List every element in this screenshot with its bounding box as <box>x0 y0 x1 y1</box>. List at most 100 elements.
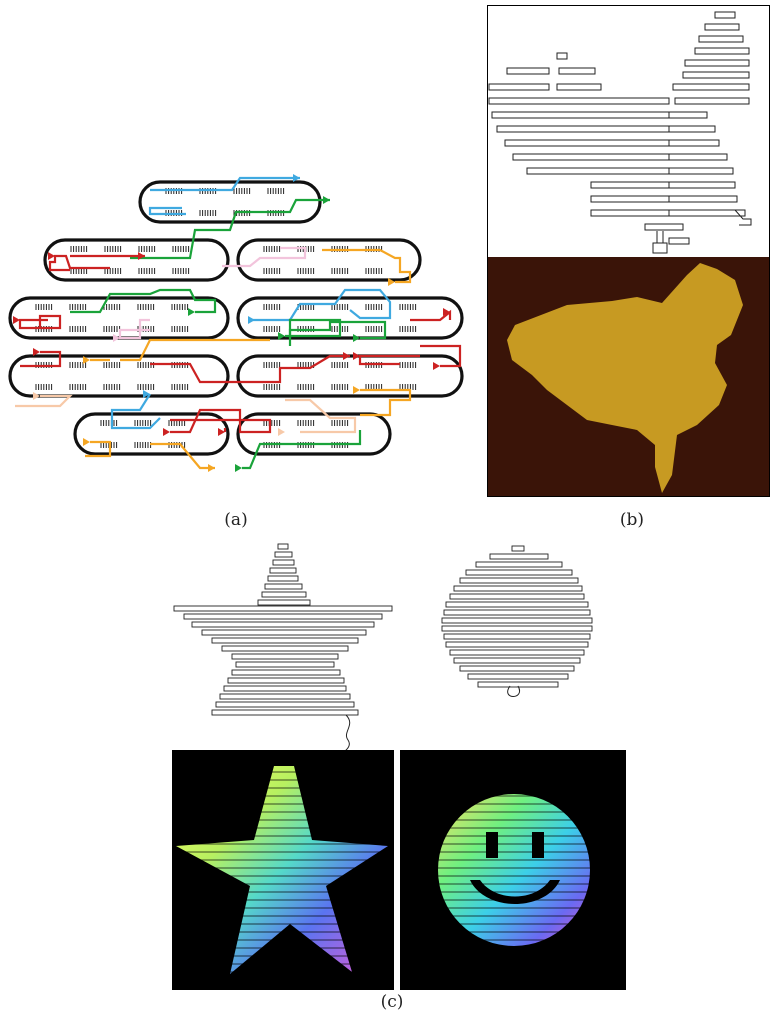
scaffold-raster-row <box>694 47 750 55</box>
star-raster-row <box>267 575 299 582</box>
star-raster-row <box>274 551 293 558</box>
smiley-raster-row <box>467 673 569 680</box>
smiley-raster-row <box>465 569 573 576</box>
smiley-raster-row <box>449 649 585 656</box>
scaffold-raster-row <box>682 71 750 79</box>
staple-strand <box>285 318 342 346</box>
staple-arrowhead <box>33 348 40 356</box>
scaffold-raster-row <box>668 237 690 245</box>
scaffold-raster-row <box>668 209 746 217</box>
scaffold-raster-row <box>558 67 596 75</box>
staple-arrowhead <box>353 334 360 342</box>
smiley-raster-row <box>443 609 591 616</box>
scaffold-branch <box>734 209 752 226</box>
scaffold-raster-row <box>556 83 602 91</box>
staple-arrowhead <box>443 308 450 316</box>
staple-arrowhead <box>208 464 215 472</box>
star-raster-row <box>219 693 351 700</box>
scaffold-raster-row <box>668 125 716 133</box>
star-raster-row <box>215 701 355 708</box>
scaffold-raster-row <box>714 11 736 19</box>
staple-strand <box>48 254 110 272</box>
staple-strand <box>150 442 215 470</box>
helix-loop <box>236 238 422 282</box>
smiley-raster-row <box>445 641 589 648</box>
staple-arrowhead <box>83 356 90 364</box>
smiley-raster-row <box>475 561 563 568</box>
helix-loop <box>236 354 464 398</box>
scaffold-raster-row <box>526 167 670 175</box>
staple-arrowhead <box>278 428 285 436</box>
star-raster-row <box>269 567 297 574</box>
staple-strand <box>148 206 186 216</box>
scaffold-raster-row <box>674 97 750 105</box>
staple-arrowhead <box>293 174 300 182</box>
scaffold-raster-row <box>512 153 670 161</box>
star-raster-row <box>272 559 295 566</box>
helix-loop <box>8 296 230 340</box>
smiley-tail <box>507 685 521 697</box>
staple-strand <box>410 309 452 322</box>
scaffold-raster-row <box>504 139 670 147</box>
scaffold-raster-row <box>668 111 708 119</box>
afm-map-shape <box>507 263 743 493</box>
staple-arrowhead <box>163 428 170 436</box>
map-outline-and-afm <box>487 5 770 497</box>
staple-strand <box>20 350 62 368</box>
star-raster-row <box>257 599 311 606</box>
staple-arrowhead <box>83 438 90 446</box>
smiley-raster-row <box>445 601 589 608</box>
panel-b-frame <box>487 5 770 497</box>
star-tail <box>343 714 351 753</box>
smiley-raster-row <box>441 625 593 632</box>
scaffold-raster-row <box>668 181 736 189</box>
smiley-raster-row <box>443 633 591 640</box>
staple-strand <box>250 288 392 322</box>
staple-arrowhead <box>343 352 350 360</box>
star-raster-row <box>231 669 341 676</box>
staple-strand <box>360 388 412 417</box>
staple-strand <box>242 430 362 470</box>
scaffold-raster-row <box>698 35 744 43</box>
smiley-raster-row <box>441 617 593 624</box>
star-smiley-designs <box>172 543 626 990</box>
star-origami-image <box>176 766 388 974</box>
scaffold-raster-row <box>488 83 550 91</box>
panel-b-label: (b) <box>619 510 645 530</box>
scaffold-raster-row <box>684 59 750 67</box>
staple-strand <box>70 288 217 314</box>
star-raster-row <box>231 653 339 660</box>
star-raster-row <box>201 629 367 636</box>
smiley-raster-row <box>511 545 525 552</box>
scaffold-raster-row <box>590 209 670 217</box>
scaffold-raster-row <box>672 83 750 91</box>
staple-strand <box>15 394 73 408</box>
staple-strand <box>420 344 462 368</box>
scaffold-raster-row <box>496 125 670 133</box>
scaffold-raster-row <box>590 181 670 189</box>
star-raster-row <box>227 677 345 684</box>
staple-arrowhead <box>218 428 225 436</box>
staple-strand <box>285 398 357 434</box>
panel-c-star-smiley <box>170 540 630 990</box>
staple-arrowhead <box>235 464 242 472</box>
smiley-raster-row <box>453 585 583 592</box>
staple-strand <box>150 176 300 192</box>
staple-strand <box>110 393 161 430</box>
scaffold-raster-row <box>668 167 734 175</box>
smiley-mouth <box>470 880 560 904</box>
scaffold-raster-row <box>590 195 670 203</box>
star-raster-row <box>261 591 307 598</box>
staple-arrowhead <box>248 316 255 324</box>
smiley-raster-row <box>459 577 579 584</box>
staple-arrowhead <box>48 252 55 260</box>
scaffold-raster-row <box>668 153 728 161</box>
staple-arrowhead <box>143 390 150 398</box>
origami-helix-diagram <box>8 174 464 472</box>
scaffold-raster-row <box>668 139 720 147</box>
staple-arrowhead <box>433 362 440 370</box>
star-raster-row <box>211 637 359 644</box>
panel-b-map-origami <box>487 5 770 497</box>
scaffold-tail <box>652 231 668 254</box>
staple-arrowhead <box>13 316 20 324</box>
